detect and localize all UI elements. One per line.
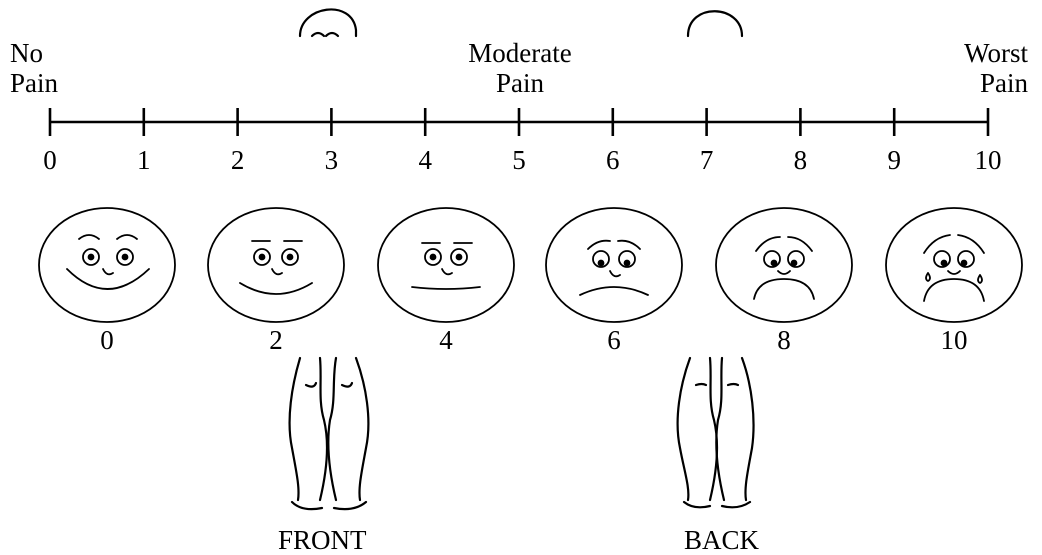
back-legs-outline	[678, 358, 754, 507]
slight-smile-face-icon	[208, 208, 344, 322]
moderate-pain-label: Moderate Pain	[440, 38, 600, 98]
front-legs-outline	[290, 358, 369, 509]
faces-row	[0, 205, 1042, 325]
moderate-pain-line1: Moderate	[440, 38, 600, 68]
front-face-hint	[312, 33, 338, 36]
front-view-label: FRONT	[278, 525, 367, 555]
tick-label: 5	[489, 145, 549, 175]
crying-face-icon	[886, 208, 1022, 322]
tick-label: 9	[864, 145, 924, 175]
back-head-outline	[688, 11, 742, 36]
tick-label: 10	[958, 145, 1018, 175]
tick-label: 7	[677, 145, 737, 175]
face-value-label: 4	[406, 325, 486, 355]
tick-label: 0	[20, 145, 80, 175]
tick-label: 8	[770, 145, 830, 175]
face-value-label: 0	[67, 325, 147, 355]
face-value-label: 6	[574, 325, 654, 355]
tick-label: 2	[208, 145, 268, 175]
face-value-label: 2	[236, 325, 316, 355]
neutral-face-icon	[378, 208, 514, 322]
no-pain-line2: Pain	[10, 68, 58, 98]
smiling-face-icon	[39, 208, 175, 322]
worst-pain-label: Worst Pain	[964, 38, 1028, 98]
tick-label: 1	[114, 145, 174, 175]
frowning-face-icon	[546, 208, 682, 322]
worst-pain-line1: Worst	[964, 38, 1028, 68]
no-pain-line1: No	[10, 38, 58, 68]
no-pain-label: No Pain	[10, 38, 58, 98]
distressed-face-icon	[716, 208, 852, 322]
face-value-label: 10	[914, 325, 994, 355]
front-head-outline	[300, 9, 356, 36]
worst-pain-line2: Pain	[964, 68, 1028, 98]
tick-label: 6	[583, 145, 643, 175]
moderate-pain-line2: Pain	[440, 68, 600, 98]
tick-label: 3	[301, 145, 361, 175]
face-value-label: 8	[744, 325, 824, 355]
back-view-label: BACK	[684, 525, 759, 555]
tick-label: 4	[395, 145, 455, 175]
